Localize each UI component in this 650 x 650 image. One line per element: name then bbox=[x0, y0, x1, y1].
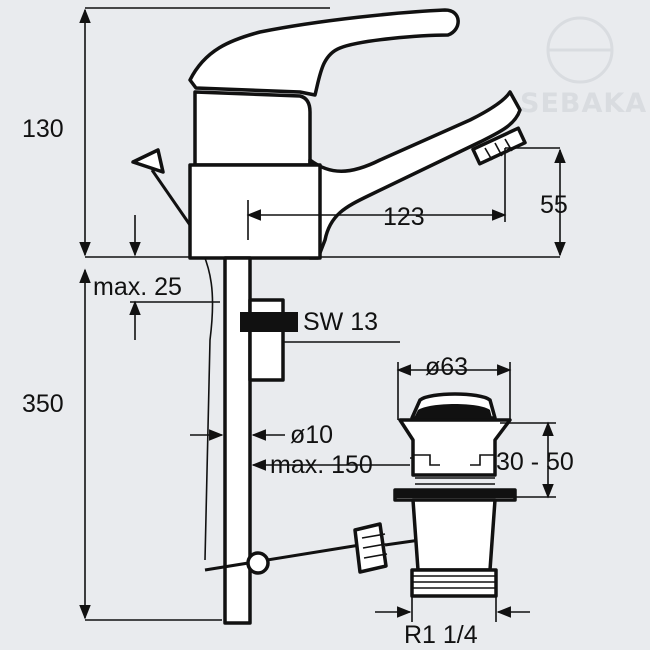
label-d10: ø10 bbox=[290, 421, 333, 449]
pull-rod bbox=[189, 229, 214, 561]
label-max150: max. 150 bbox=[270, 451, 373, 479]
label-sw13: SW 13 bbox=[303, 308, 378, 336]
label-350: 350 bbox=[22, 390, 64, 418]
faucet-body bbox=[188, 163, 322, 260]
watermark-text: SEBAKA bbox=[520, 88, 647, 119]
label-r1-1-4: R1 1/4 bbox=[404, 621, 478, 649]
label-d63: ø63 bbox=[425, 353, 468, 381]
handle-cap bbox=[193, 90, 312, 167]
faucet-spout bbox=[308, 90, 522, 260]
popup-knob bbox=[131, 148, 192, 226]
aerator bbox=[471, 126, 527, 166]
label-55: 55 bbox=[540, 191, 568, 219]
watermark-logo: SEBAKA bbox=[520, 16, 647, 119]
faucet-handle bbox=[188, 8, 460, 97]
shank bbox=[223, 256, 298, 625]
label-123: 123 bbox=[383, 203, 425, 231]
drain-assembly bbox=[393, 392, 517, 598]
label-130: 130 bbox=[22, 115, 64, 143]
label-max25: max. 25 bbox=[93, 273, 182, 301]
label-30-50: 30 - 50 bbox=[496, 448, 574, 476]
